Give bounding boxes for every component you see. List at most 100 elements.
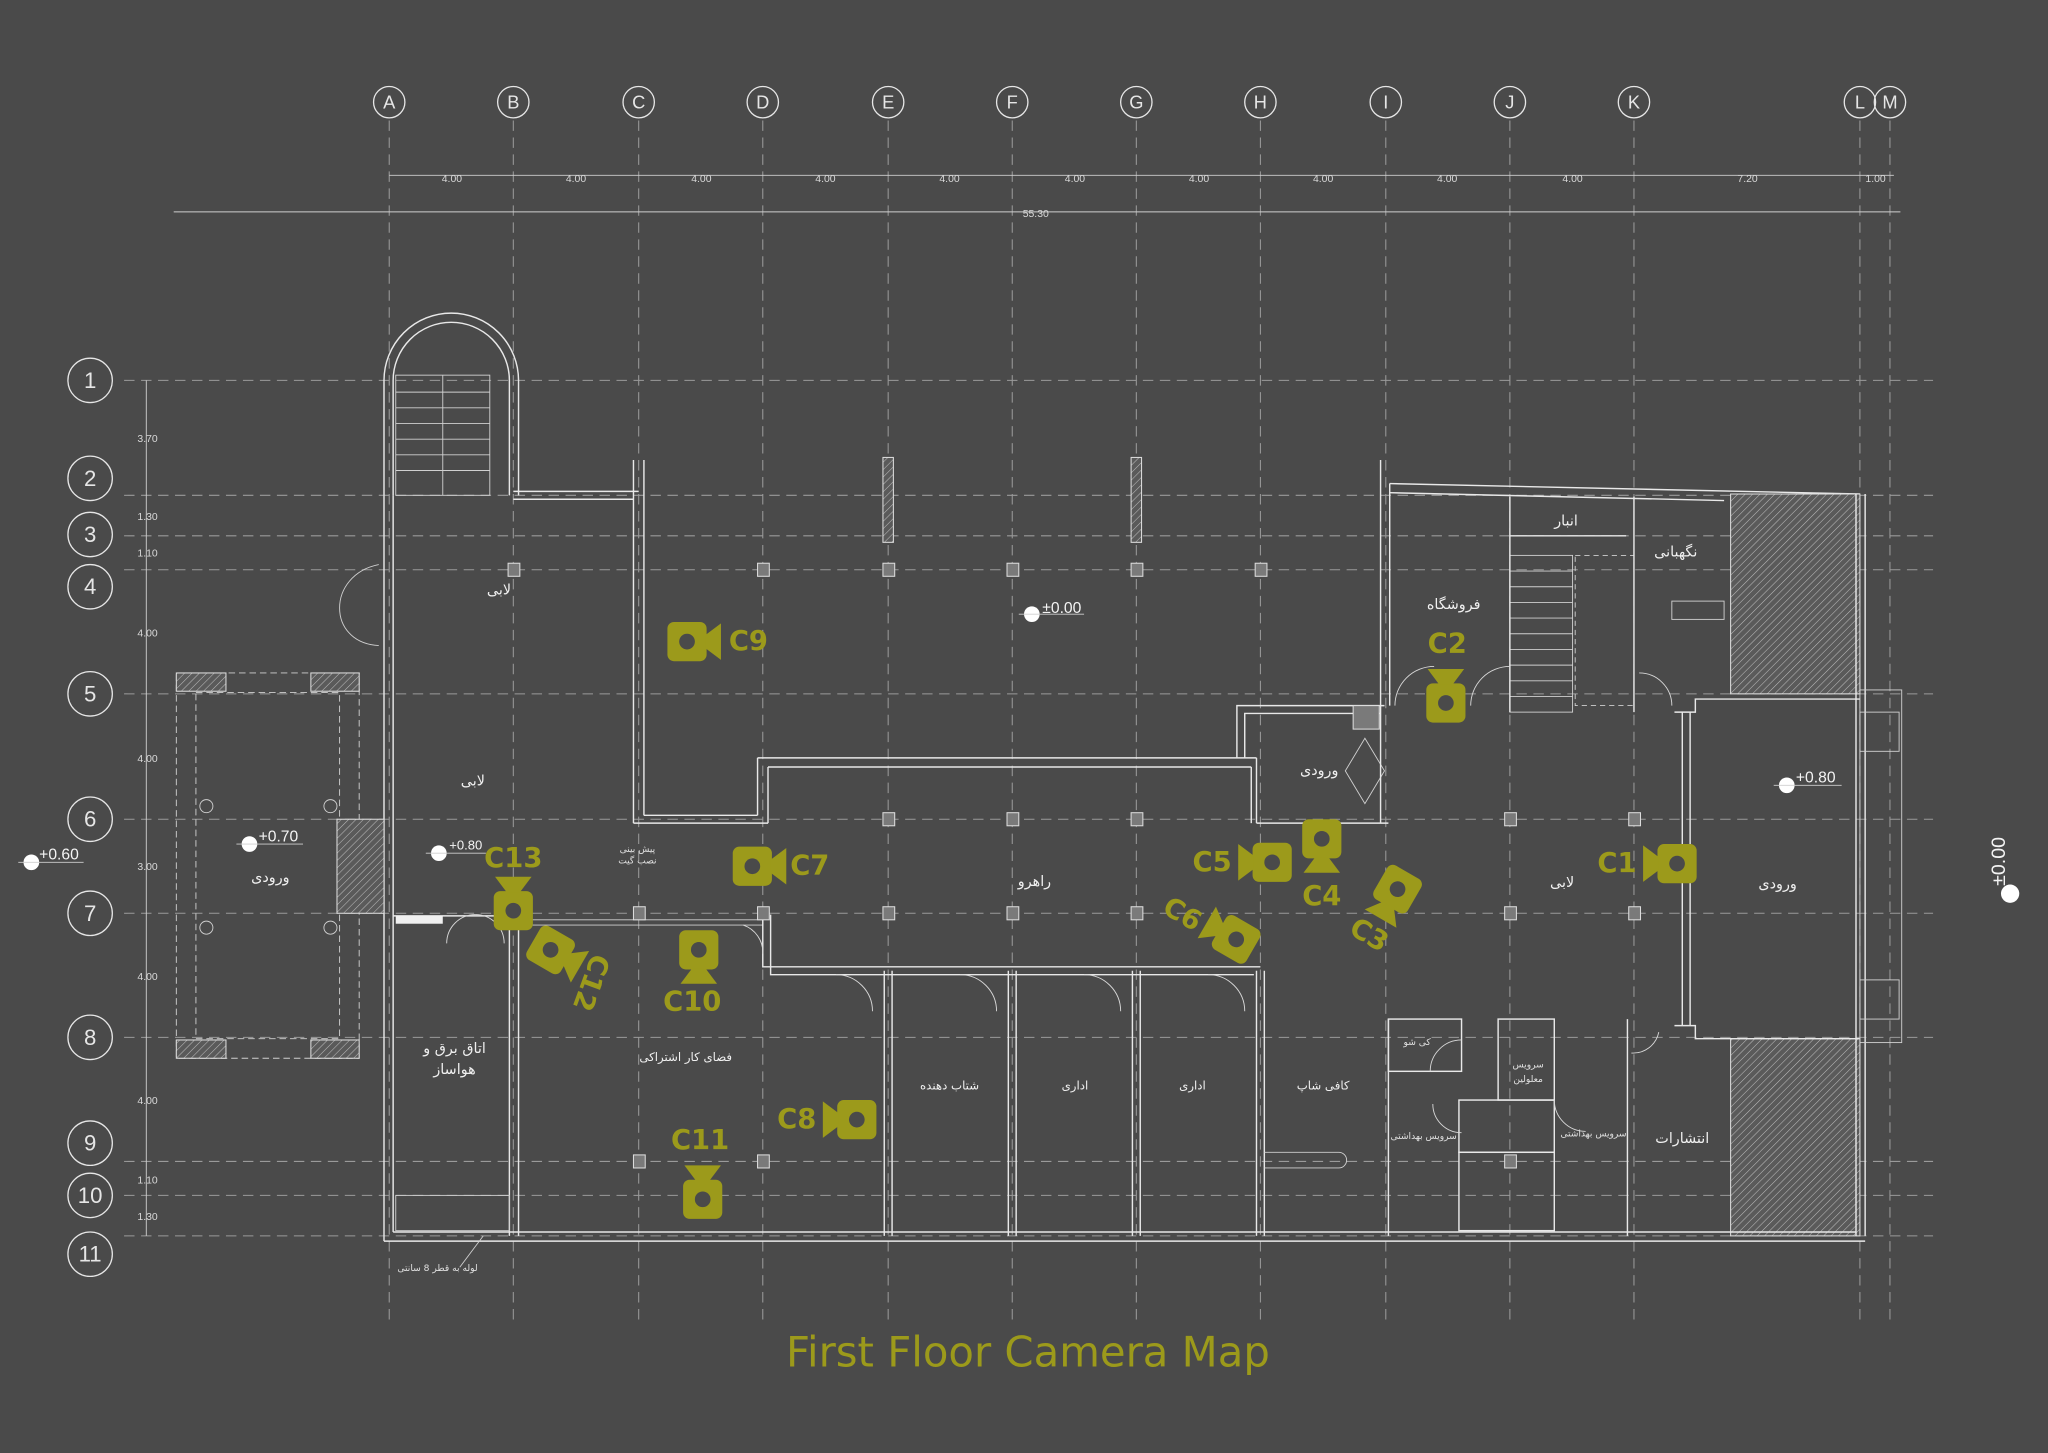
svg-text:G: G [1129,92,1143,113]
level-marker-east: +0.80 [1773,770,1842,794]
svg-text:B: B [507,92,519,113]
svg-text:10: 10 [78,1183,103,1208]
svg-text:I: I [1383,92,1388,113]
svg-text:4.00: 4.00 [1189,174,1210,185]
room-wc-west: سرویس بهداشتی [1391,1132,1457,1142]
cameras: C1 C2 C3 C4 C5 C6 C7 C8 C9 C10 C11 C12 C… [484,622,1697,1219]
svg-text:E: E [882,92,894,113]
room-labels: لابی لابی ورودی اتاق برق و هواساز فضای ک… [251,513,1797,1274]
svg-text:1.30: 1.30 [137,1212,158,1223]
left-dimensions: 3.70 1.30 1.10 4.00 4.00 3.00 4.00 4.00 … [137,380,158,1236]
camera-c7[interactable]: C7 [732,846,830,886]
svg-text:D: D [756,92,769,113]
svg-text:5: 5 [84,681,96,706]
camera-c10[interactable]: C10 [663,930,721,1018]
camera-c12[interactable]: C12 [523,923,615,1015]
svg-text:4.00: 4.00 [137,972,158,983]
svg-text:4.00: 4.00 [1562,174,1583,185]
svg-text:C6: C6 [1157,891,1206,937]
svg-text:+0.80: +0.80 [1796,770,1836,787]
svg-text:C2: C2 [1428,629,1467,660]
svg-text:C5: C5 [1192,847,1231,878]
svg-text:4.00: 4.00 [815,174,836,185]
svg-text:7: 7 [84,901,96,926]
column-bubbles: A B C D E F G H I J K L M [372,85,1907,119]
svg-text:C8: C8 [777,1104,816,1135]
svg-text:+0.70: +0.70 [259,828,299,845]
room-coworking: فضای کار اشتراکی [639,1050,732,1065]
svg-text:3.70: 3.70 [137,434,158,445]
grid-rows [124,379,1934,1237]
room-wc-east: سرویس بهداشتی [1560,1130,1626,1140]
svg-text:A: A [383,92,396,113]
svg-text:C9: C9 [729,626,768,657]
level-marker-porch: +0.70 [236,828,304,852]
room-lobby-north: لابی [487,583,511,599]
svg-text:3: 3 [84,522,96,547]
camera-c11[interactable]: C11 [671,1125,729,1219]
svg-text:9: 9 [84,1131,96,1156]
camera-c4[interactable]: C4 [1302,819,1341,912]
room-accessible-wc-2: معلولین [1513,1075,1543,1085]
svg-text:J: J [1505,92,1514,113]
svg-text:8: 8 [84,1025,96,1050]
level-marker-west-lobby: +0.80 [425,837,486,862]
svg-text:C1: C1 [1597,848,1636,879]
svg-text:4: 4 [84,574,96,599]
svg-text:1.30: 1.30 [137,512,158,523]
svg-text:H: H [1254,92,1267,113]
structural-columns [507,562,1642,1169]
svg-text:C13: C13 [484,843,542,874]
room-entrance-mid: ورودی [1300,763,1338,779]
svg-text:C11: C11 [671,1125,729,1156]
svg-text:2: 2 [84,466,96,491]
room-corridor: راهرو [1017,874,1051,890]
room-publications: انتشارات [1655,1131,1709,1147]
room-janitor: کی شو [1403,1038,1432,1048]
room-entrance-east: ورودی [1758,876,1796,892]
svg-text:C10: C10 [663,987,721,1018]
room-accessible-wc: سرویس [1513,1060,1544,1070]
level-markers: ±0.00 +0.80 +0.80 +0.70 +0.60 ±0.00 [18,600,2020,903]
svg-text:1.10: 1.10 [137,549,158,560]
gate-note-2: نصب گیت [618,855,656,867]
svg-text:1.00: 1.00 [1865,174,1886,185]
level-marker-far-east: ±0.00 [1988,837,2020,903]
svg-text:4.00: 4.00 [691,174,712,185]
camera-c1[interactable]: C1 [1597,844,1697,884]
svg-text:4.00: 4.00 [1313,174,1334,185]
camera-c13[interactable]: C13 [484,843,542,931]
svg-text:4.00: 4.00 [1065,174,1086,185]
walls [175,312,1903,1242]
camera-c9[interactable]: C9 [667,622,768,662]
room-coffee-shop: کافی شاپ [1297,1079,1350,1093]
room-guard: نگهبانی [1654,544,1697,561]
camera-c8[interactable]: C8 [777,1100,877,1140]
svg-text:K: K [1628,92,1640,113]
svg-text:7.20: 7.20 [1737,174,1758,185]
svg-text:+0.60: +0.60 [39,847,79,864]
camera-c6[interactable]: C6 [1157,891,1263,967]
svg-text:55.30: 55.30 [1023,209,1049,220]
room-office-1: اداری [1062,1079,1089,1094]
camera-c3[interactable]: C3 [1344,862,1425,959]
camera-c2[interactable]: C2 [1426,629,1467,723]
svg-text:1: 1 [84,368,96,393]
svg-text:C7: C7 [790,851,829,882]
svg-text:3.00: 3.00 [137,862,158,873]
gate-note: پیش بینی [620,845,656,855]
camera-c5[interactable]: C5 [1192,842,1292,882]
svg-text:C4: C4 [1302,881,1341,912]
svg-text:±0.00: ±0.00 [1042,600,1081,617]
top-dimensions: 4.00 4.00 4.00 4.00 4.00 4.00 4.00 4.00 … [173,174,1901,220]
svg-text:M: M [1882,92,1897,113]
map-title: First Floor Camera Map [786,1328,1270,1377]
svg-text:6: 6 [84,807,96,832]
svg-text:4.00: 4.00 [137,1096,158,1107]
grid-columns [388,120,1891,1327]
svg-text:±0.00: ±0.00 [1988,837,2010,886]
svg-text:4.00: 4.00 [566,174,587,185]
svg-text:4.00: 4.00 [442,174,463,185]
level-marker-hall: ±0.00 [1018,600,1085,623]
